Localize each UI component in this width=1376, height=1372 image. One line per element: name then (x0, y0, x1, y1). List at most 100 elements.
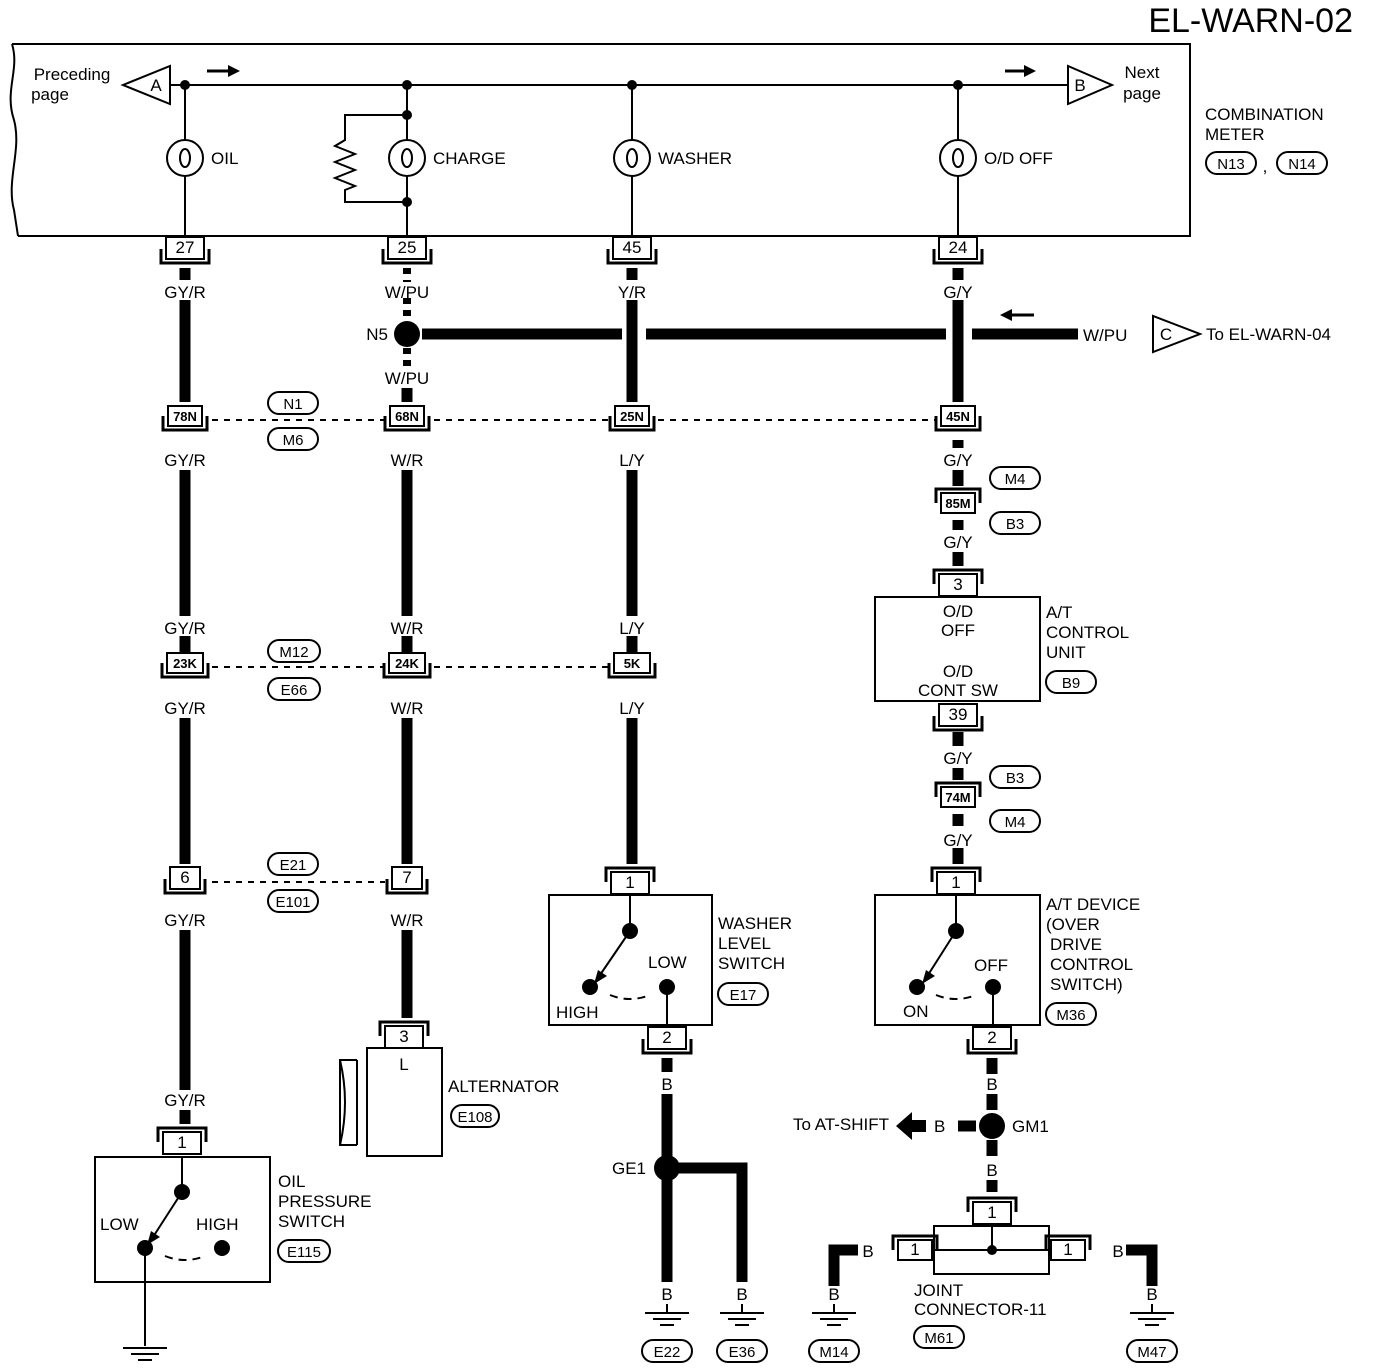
connector-pin-label: 1 (910, 1240, 919, 1259)
connector-pin: 6 (163, 866, 207, 895)
wire-label: G/Y (943, 749, 972, 768)
svg-text:Next: Next (1125, 63, 1160, 82)
junction-ge1 (654, 1155, 680, 1181)
svg-text:M4: M4 (1005, 471, 1026, 488)
svg-text:B9: B9 (1062, 675, 1080, 692)
switch-arrow-icon (147, 1231, 160, 1245)
flow-arrow-right-icon (207, 65, 240, 77)
meter-terminal: 25 (381, 236, 433, 265)
connector-pin-label: 74M (945, 790, 970, 805)
connector-pin: 1 (891, 1234, 939, 1261)
svg-text:ON: ON (903, 1002, 929, 1021)
washer-lamp-branch: WASHER (613, 80, 732, 238)
ground-icon (1130, 1312, 1174, 1326)
wire-label: W/R (390, 699, 423, 718)
svg-text:E22: E22 (654, 1344, 681, 1361)
svg-text:JOINT: JOINT (914, 1281, 963, 1300)
connector-row-1-refs: N1 M6 (267, 391, 319, 451)
svg-text:OFF: OFF (941, 621, 975, 640)
ground-symbols (123, 1304, 1174, 1361)
svg-text:M4: M4 (1005, 814, 1026, 831)
connector-pin-label: 5K (624, 656, 641, 671)
svg-text:N14: N14 (1288, 156, 1316, 173)
connector-pin-label: 24 (949, 238, 968, 257)
wire-label: G/Y (943, 533, 972, 552)
svg-text:M12: M12 (279, 644, 308, 661)
connector-pin: 3 (378, 1020, 430, 1049)
svg-text:CONTROL: CONTROL (1050, 955, 1133, 974)
washer-switch-pins: 12 (604, 866, 693, 1055)
to-at-shift-ref[interactable]: To AT-SHIFT B (793, 1112, 945, 1140)
junction-gm1 (979, 1113, 1005, 1139)
ground-icon (123, 1347, 167, 1361)
wire-label: W/R (390, 451, 423, 470)
connector-pin: 68N (383, 405, 431, 432)
wire-label: B (736, 1285, 747, 1304)
to-el-warn-04-ref[interactable]: W/PU C To EL-WARN-04 (1000, 309, 1331, 354)
svg-text:E36: E36 (729, 1344, 756, 1361)
next-page-ref[interactable]: B Next page (1067, 63, 1161, 106)
wire-label: L/Y (619, 619, 645, 638)
connector-pin-label: 25 (398, 238, 417, 257)
alternator-pins: 3 (378, 1020, 430, 1049)
resistor-icon (332, 114, 407, 203)
wire-segments (179, 268, 1158, 1286)
meter-title: COMBINATION (1205, 105, 1324, 124)
connector-74m-refs: B3 M4 (989, 765, 1041, 833)
svg-text:CONTROL: CONTROL (1046, 623, 1129, 642)
connector-pin-label: 3 (953, 575, 962, 594)
svg-text:LEVEL: LEVEL (718, 934, 771, 953)
junction-n5 (394, 321, 420, 347)
wire-label: GY/R (164, 283, 206, 302)
connector-pin: 1 (156, 1126, 208, 1155)
svg-text:ALTERNATOR: ALTERNATOR (448, 1077, 559, 1096)
ref-b-triangle-icon (1067, 64, 1115, 106)
meter-terminal: 27 (159, 236, 211, 265)
connector-pin-label: 45N (946, 409, 970, 424)
connector-pin-label: 27 (176, 238, 195, 257)
wire-label: B (986, 1161, 997, 1180)
svg-text:To EL-WARN-04: To EL-WARN-04 (1206, 325, 1331, 344)
svg-text:,: , (1263, 157, 1268, 176)
svg-text:C: C (1160, 325, 1172, 344)
lamp-label-washer: WASHER (658, 149, 732, 168)
connector-pin: 1 (604, 866, 656, 895)
svg-text:A: A (150, 76, 162, 95)
preceding-page-ref[interactable]: Preceding page A (31, 64, 171, 106)
oil-lamp-branch: OIL (166, 80, 238, 238)
connector-pin: 2 (641, 1026, 693, 1055)
oil-switch-pins: 1 (156, 1126, 208, 1155)
svg-text:CONNECTOR-11: CONNECTOR-11 (914, 1300, 1047, 1319)
wire-label: B (1146, 1285, 1157, 1304)
wire-label: GY/R (164, 451, 206, 470)
svg-text:L: L (399, 1055, 408, 1074)
joint-connector-11: JOINT CONNECTOR-11 M61 (913, 1225, 1050, 1349)
svg-text:page: page (31, 85, 69, 104)
connector-pin: 39 (932, 703, 984, 732)
svg-text:To AT-SHIFT: To AT-SHIFT (793, 1115, 889, 1134)
svg-text:OFF: OFF (974, 956, 1008, 975)
connector-pin: 78N (161, 405, 209, 432)
connector-85m-refs: M4 B3 (989, 466, 1041, 535)
junction-label-gm1: GM1 (1012, 1117, 1049, 1136)
connector-pin: 3 (932, 568, 984, 597)
at-control-unit: O/D OFF O/D CONT SW A/T CONTROL UNIT B9 (874, 596, 1129, 702)
lamp-icon (166, 139, 204, 177)
ref-c-triangle-icon (1152, 314, 1203, 354)
svg-text:M61: M61 (924, 1330, 953, 1347)
connector-pin-label: 1 (625, 873, 634, 892)
wire-label: B (986, 1075, 997, 1094)
odoff-lamp-branch: O/D OFF (939, 80, 1053, 238)
ref-a-triangle-icon (120, 64, 171, 106)
arrow-left-icon (896, 1112, 926, 1140)
svg-text:B: B (1074, 76, 1085, 95)
wire-label: G/Y (943, 283, 972, 302)
ground-refs: E22 E36 M14 M47 (641, 1339, 1178, 1363)
svg-text:A/T: A/T (1046, 603, 1072, 622)
connector-pin-label: 1 (177, 1133, 186, 1152)
connector-pin-label: 24K (395, 656, 419, 671)
